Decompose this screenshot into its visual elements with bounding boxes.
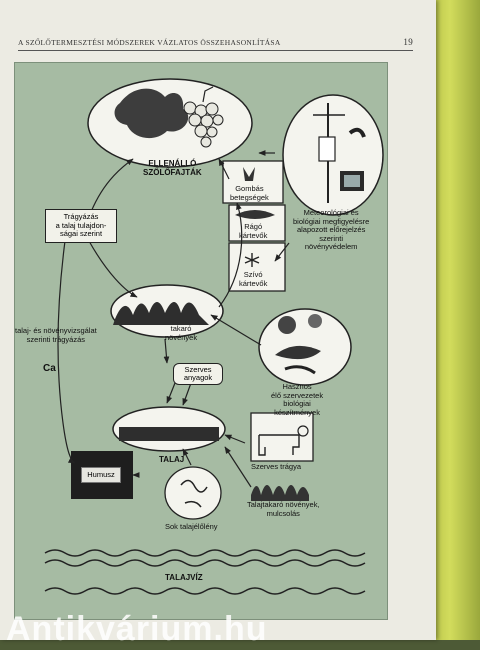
book-page: A SZŐLŐTERMESZTÉSI MÓDSZEREK VÁZLATOS ÖS… — [0, 0, 436, 640]
label-ca: Ca — [43, 363, 56, 374]
flow-arrows — [57, 150, 290, 488]
fertilization-box: Trágyázás a talaj tulajdon- ságai szerin… — [45, 209, 117, 243]
header-rule — [18, 50, 413, 51]
label-chewing-pests: Rágó kártevők — [239, 222, 268, 240]
label-beneficials: Hasznos élő szervezetek biológiai készít… — [271, 382, 324, 417]
label-forecast-protection: Meteorológiai és biológiai megfigyelésre… — [293, 208, 370, 251]
diagram-figure: ELLENÁLLÓ SZŐLŐFAJTÁK Gombás betegségek … — [14, 62, 388, 620]
label-soil-life: Sok talajélőlény — [165, 522, 218, 531]
label-soil: TALAJ — [159, 455, 185, 464]
label-mulch: Talajtakaró növények, mulcsolás — [247, 500, 320, 518]
cover-crops-illustration — [110, 284, 224, 338]
manure-illustration — [250, 412, 314, 462]
label-cover-crops: takaró növények — [165, 324, 198, 342]
organic-matter-box: Szerves anyagok — [173, 363, 223, 385]
soil-illustration — [112, 406, 226, 452]
book-edge — [430, 0, 480, 640]
soil-life-illustration — [164, 466, 222, 520]
humus-label-box: Humusz — [81, 467, 121, 483]
grape-illustration — [87, 78, 253, 168]
label-manure: Szerves trágya — [251, 462, 302, 471]
fertilization-box-text: Trágyázás a talaj tulajdon- ságai szerin… — [55, 212, 107, 239]
humus-text: Humusz — [87, 469, 115, 479]
label-sucking-pests: Szívó kártevők — [239, 270, 268, 288]
mulch-plants — [251, 485, 309, 501]
label-fertilization-by-analysis: talaj- és növényvizsgálat szerinti trágy… — [15, 326, 97, 344]
label-resistant-varieties: ELLENÁLLÓ SZŐLŐFAJTÁK — [143, 159, 202, 177]
organic-matter-text: Szerves anyagok — [183, 364, 213, 382]
label-groundwater: TALAJVÍZ — [165, 573, 203, 582]
watermark: Antikvárium.hu — [6, 610, 268, 648]
page-number: 19 — [403, 37, 413, 47]
beneficial-organisms-illustration — [258, 308, 352, 386]
diagram-drawing — [44, 78, 384, 595]
running-title: A SZŐLŐTERMESZTÉSI MÓDSZEREK VÁZLATOS ÖS… — [18, 38, 281, 47]
weather-station-illustration — [282, 94, 384, 216]
groundwater-waves — [44, 549, 366, 595]
pest-panels — [222, 160, 286, 292]
label-fungal-diseases: Gombás betegségek — [230, 184, 269, 202]
